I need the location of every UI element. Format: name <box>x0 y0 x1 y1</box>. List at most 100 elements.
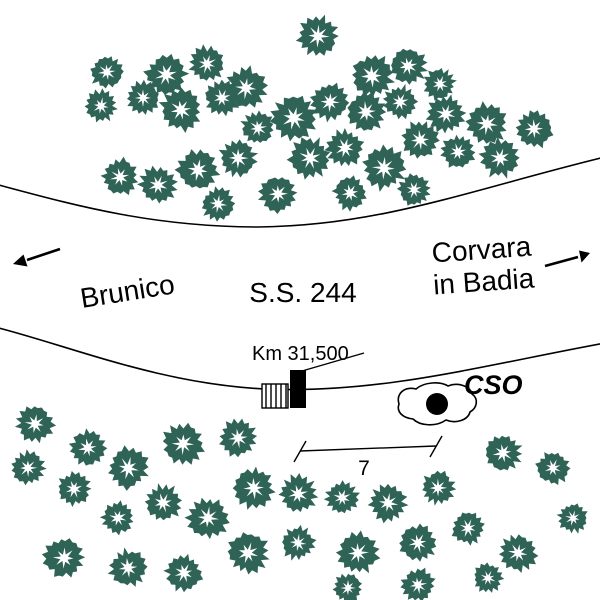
tree <box>400 567 436 600</box>
tree <box>324 128 365 167</box>
tree <box>282 524 317 561</box>
tree-center <box>97 64 116 80</box>
tree <box>240 110 274 143</box>
tree-center <box>134 89 151 107</box>
tree-center <box>268 185 288 203</box>
tree-center <box>235 78 257 100</box>
tree <box>535 452 571 485</box>
tree <box>205 79 241 117</box>
tree-center <box>508 544 528 562</box>
tree-center <box>341 184 358 201</box>
cso-dot <box>426 393 448 415</box>
tree-center <box>361 65 382 88</box>
tree <box>100 156 139 196</box>
upper-tree-grove <box>84 14 554 222</box>
tree-center <box>93 97 109 114</box>
tree <box>41 538 86 578</box>
tree <box>422 470 457 506</box>
tree <box>332 573 362 600</box>
tree-center <box>378 492 399 512</box>
tree <box>425 94 467 134</box>
tree-center <box>154 493 172 513</box>
tree-center <box>118 558 138 578</box>
tree <box>158 87 201 133</box>
tree-center <box>433 75 448 92</box>
tree-center <box>357 101 376 121</box>
tree <box>219 418 258 458</box>
tree <box>90 56 124 89</box>
tree-center <box>371 156 395 180</box>
tree-center <box>20 460 38 478</box>
tree <box>227 532 270 575</box>
lower-tree-grove <box>11 406 588 600</box>
tree-center <box>65 480 82 498</box>
brunico-arrow-shaft <box>26 247 61 262</box>
tree-center <box>429 478 448 497</box>
tree <box>201 186 236 222</box>
tree <box>188 44 224 81</box>
tree <box>474 562 505 593</box>
tree <box>485 435 523 471</box>
tree <box>478 136 520 179</box>
tree <box>269 95 317 142</box>
km-marker-post <box>290 370 306 408</box>
tree-center <box>187 159 208 181</box>
tree-center <box>24 414 44 433</box>
corvara-label-line2: in Badia <box>432 262 536 300</box>
tree <box>232 466 276 510</box>
km-label: Km 31,500 <box>252 343 349 365</box>
tree-center <box>238 542 259 564</box>
tree-center <box>299 147 321 169</box>
tree-center <box>333 489 351 506</box>
tree-center <box>109 510 127 526</box>
tree-center <box>250 120 268 137</box>
dimension-tick-right <box>429 435 443 458</box>
km-leader-line <box>301 352 365 372</box>
distance-dimension: 7 <box>293 435 443 480</box>
corvara-arrow <box>544 250 590 268</box>
tree-center <box>228 428 248 449</box>
tree <box>335 530 381 574</box>
tree-center <box>340 579 356 596</box>
tree <box>367 483 409 524</box>
tree-center <box>564 510 580 526</box>
tree <box>84 88 118 123</box>
tree <box>184 497 230 540</box>
tree <box>323 480 360 514</box>
tree-center <box>436 104 456 124</box>
tree-center <box>449 143 467 160</box>
tree-center <box>308 24 330 48</box>
brunico-arrow-head <box>13 254 28 267</box>
tree <box>423 68 457 101</box>
tree <box>258 177 298 214</box>
tree <box>309 82 350 123</box>
tree-center <box>459 519 476 537</box>
tree <box>391 48 429 85</box>
tree <box>515 110 554 149</box>
tree-center <box>480 570 496 585</box>
tree <box>137 165 178 204</box>
tree <box>295 14 339 56</box>
dimension-label: 7 <box>358 457 370 480</box>
tree <box>556 503 588 534</box>
tree-center <box>288 484 308 503</box>
cso-label: CSO <box>464 370 523 400</box>
tree-center <box>148 175 168 194</box>
tree <box>162 422 205 465</box>
tree <box>498 534 539 573</box>
km-marker-building <box>261 383 289 409</box>
tree <box>68 428 108 466</box>
tree <box>14 406 57 444</box>
cso-site: CSO <box>397 370 523 426</box>
tree <box>465 101 507 144</box>
tree <box>163 553 204 593</box>
tree-center <box>283 107 305 130</box>
tree <box>143 53 190 95</box>
tree-center <box>490 148 509 168</box>
tree-center <box>320 93 340 113</box>
tree <box>451 512 485 546</box>
tree-center <box>476 114 498 136</box>
tree-center <box>492 444 512 463</box>
tree <box>107 547 148 587</box>
